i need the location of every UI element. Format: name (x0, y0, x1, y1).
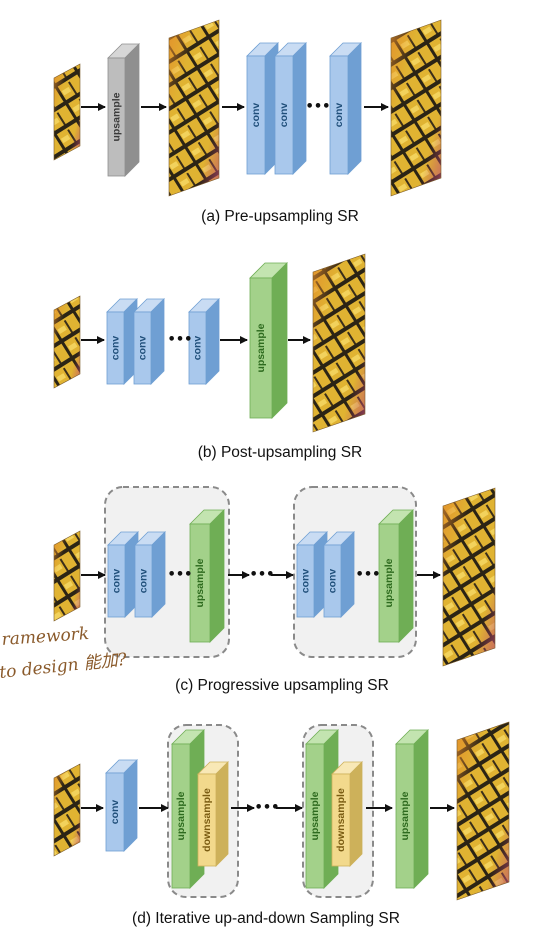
conv-block-c1-label: conv (111, 569, 123, 594)
upsample-block-a-label: upsample (111, 92, 123, 141)
conv-block-c2: conv (134, 531, 166, 618)
lr-input-image-c (53, 530, 81, 622)
upsample-block-d3: upsample (395, 729, 429, 889)
ellipsis-c-between: ••• (250, 568, 275, 583)
sr-output-image-c (442, 487, 496, 667)
ellipsis-c1: ••• (168, 568, 193, 583)
upsample-block-d3-label: upsample (399, 791, 411, 840)
upsampled-image-a (168, 19, 220, 197)
conv-block-a1-label: conv (250, 103, 262, 128)
caption-progressive-upsampling: (c) Progressive upsampling SR (175, 677, 389, 694)
upsample-block-b-label: upsample (255, 323, 267, 372)
conv-block-a3-label: conv (333, 103, 345, 128)
conv-block-b2: conv (133, 298, 165, 385)
conv-block-a1: conv (246, 42, 279, 175)
conv-block-a2-label: conv (278, 103, 290, 128)
upsample-block-d1-label: upsample (175, 791, 187, 840)
handwritten-note-line2: to design 能加? (0, 650, 129, 683)
conv-block-b1-label: conv (110, 336, 122, 361)
conv-block-c4-label: conv (327, 569, 339, 594)
conv-block-c3: conv (296, 531, 328, 618)
conv-block-b1: conv (106, 298, 138, 385)
downsample-block-d1: downsample (197, 761, 229, 867)
upsample-block-c2-label: upsample (383, 558, 395, 607)
lr-input-image-b (53, 295, 81, 389)
upsample-block-b: upsample (249, 262, 288, 419)
conv-block-d1: conv (105, 759, 138, 852)
upsample-block-a: upsample (107, 43, 140, 177)
conv-block-b3-label: conv (192, 336, 204, 361)
ellipsis-d: ••• (255, 801, 280, 816)
caption-iterative-sampling: (d) Iterative up-and-down Sampling SR (132, 910, 400, 927)
caption-post-upsampling: (b) Post-upsampling SR (198, 444, 363, 461)
lr-input-image-d (53, 763, 81, 857)
upsample-block-c1: upsample (189, 509, 225, 643)
ellipsis-a: ••• (306, 100, 331, 115)
sr-output-image-d (456, 721, 510, 901)
conv-block-a2: conv (274, 42, 307, 175)
upsample-block-d2-label: upsample (309, 791, 321, 840)
ellipsis-c2: ••• (356, 568, 381, 583)
sr-output-image-a (390, 19, 442, 197)
downsample-block-d1-label: downsample (201, 788, 213, 852)
handwritten-note-line1: ramework (1, 624, 90, 650)
conv-block-a3: conv (329, 42, 362, 175)
conv-block-c3-label: conv (300, 569, 312, 594)
upsample-block-c2: upsample (378, 509, 414, 643)
conv-block-c1: conv (107, 531, 139, 618)
upsample-block-d2: upsample (305, 729, 339, 889)
sr-output-image-b (312, 253, 366, 433)
lr-input-image-a (53, 63, 81, 161)
upsample-block-d1: upsample (171, 729, 205, 889)
conv-block-d1-label: conv (109, 800, 121, 825)
ellipsis-b: ••• (168, 333, 193, 348)
conv-block-b2-label: conv (137, 336, 149, 361)
conv-block-c4: conv (323, 531, 355, 618)
conv-block-b3: conv (188, 298, 220, 385)
downsample-block-d2-label: downsample (335, 788, 347, 852)
conv-block-c2-label: conv (138, 569, 150, 594)
downsample-block-d2: downsample (331, 761, 363, 867)
upsample-block-c1-label: upsample (194, 558, 206, 607)
caption-pre-upsampling: (a) Pre-upsampling SR (201, 208, 359, 225)
